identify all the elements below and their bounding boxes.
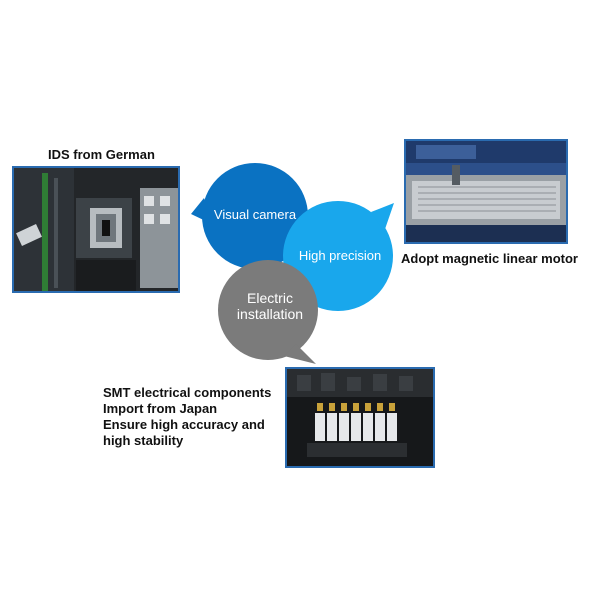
smt-caption: SMT electrical components Import from Ja… xyxy=(103,385,271,449)
smt-components-photo xyxy=(285,367,435,468)
motor-caption: Adopt magnetic linear motor xyxy=(401,251,578,266)
smt-caption-line4: high stability xyxy=(103,433,184,448)
electric-label-line1: Electric xyxy=(247,290,293,306)
linear-motor-photo xyxy=(404,139,568,244)
ids-caption: IDS from German xyxy=(48,147,155,162)
smt-caption-line1: SMT electrical components xyxy=(103,385,272,400)
camera-module-image xyxy=(14,168,178,291)
camera-module-photo xyxy=(12,166,180,293)
smt-caption-line2: Import from Japan xyxy=(103,401,218,416)
visual-camera-label: Visual camera xyxy=(213,207,297,222)
electric-installation-label: Electric installation xyxy=(222,290,318,322)
electric-label-line2: installation xyxy=(236,306,304,323)
smt-caption-line3: Ensure high accuracy and xyxy=(103,417,265,432)
linear-motor-image xyxy=(406,141,566,242)
high-precision-label: High precision xyxy=(298,248,382,263)
smt-components-image xyxy=(287,369,433,466)
